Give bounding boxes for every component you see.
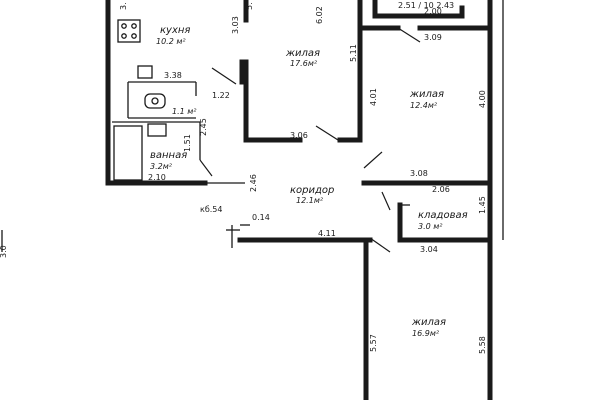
dim-2-06: 2.06 <box>432 185 450 194</box>
walls <box>105 0 493 400</box>
room-area-storage: 3.0 м² <box>418 222 443 231</box>
dim-1-51: 1.51 <box>183 134 192 152</box>
dim-2-45: 2.45 <box>199 118 208 136</box>
mark-balcony: 2.51 / 10 2.43 <box>398 1 454 10</box>
dim-3-left: 3.0 <box>0 245 8 258</box>
doors <box>199 27 421 253</box>
door-living1 <box>315 125 339 141</box>
dim-2-10: 2.10 <box>148 173 166 182</box>
dim-2-46: 2.46 <box>249 174 258 192</box>
dimension-labels: 3.38 1.22 2.10 3.06 3.08 2.06 0.14 4.11 … <box>0 2 487 354</box>
door-bath <box>199 159 213 177</box>
sink-icon <box>147 123 167 137</box>
stove-icon <box>117 19 141 43</box>
room-name-living3: жилая <box>411 317 446 328</box>
dim-5-11: 5.11 <box>349 44 358 62</box>
toilet-bowl-icon <box>151 97 159 105</box>
room-area-living1: 17.6м² <box>290 59 318 68</box>
mark-kb: кб.54 <box>200 205 223 214</box>
dim-3-38: 3.38 <box>164 71 182 80</box>
burner-icon <box>131 33 137 39</box>
room-area-bath: 3.2м² <box>150 162 173 171</box>
burner-icon <box>121 23 127 29</box>
door-living2 <box>363 151 383 169</box>
dim-1-22: 1.22 <box>212 91 230 100</box>
burner-icon <box>131 23 137 29</box>
door-kitchen <box>211 67 237 85</box>
bathtub-icon <box>113 125 143 181</box>
dim-4-11: 4.11 <box>318 229 336 238</box>
room-area-kitchen: 10.2 м² <box>156 37 186 46</box>
dim-0-14: 0.14 <box>252 213 270 222</box>
dim-4-00: 4.00 <box>478 90 487 108</box>
room-labels: кухня 10.2 м² жилая 17.6м² жилая 12.4м² … <box>150 1 468 338</box>
room-area-corridor: 12.1м² <box>296 196 324 205</box>
door-living3 <box>369 237 391 253</box>
door-balcony <box>397 27 421 43</box>
dim-5-top: 5. <box>245 2 254 10</box>
dim-2-00: 2.00 <box>424 7 442 16</box>
dim-3-top: 3. <box>119 2 128 10</box>
door-storage <box>381 191 391 211</box>
room-name-living2: жилая <box>409 89 444 100</box>
dim-3-08: 3.08 <box>410 169 428 178</box>
room-name-corridor: коридор <box>290 185 334 196</box>
vent-shaft-icon <box>137 65 153 79</box>
dim-3-04: 3.04 <box>420 245 438 254</box>
room-name-living1: жилая <box>285 48 320 59</box>
dim-1-45: 1.45 <box>478 196 487 214</box>
toilet-icon <box>144 93 166 109</box>
burner-icon <box>121 33 127 39</box>
room-name-kitchen: кухня <box>160 25 190 36</box>
dim-3-09: 3.09 <box>424 33 442 42</box>
fixtures <box>1 0 504 252</box>
room-name-bath: ванная <box>150 150 187 161</box>
room-name-storage: кладовая <box>418 210 468 221</box>
dim-4-01: 4.01 <box>369 88 378 106</box>
room-area-wc: 1.1 м² <box>172 107 197 116</box>
dim-6-02: 6.02 <box>315 6 324 24</box>
room-area-living2: 12.4м² <box>410 101 438 110</box>
dim-5-58: 5.58 <box>478 336 487 354</box>
dim-3-03: 3.03 <box>231 16 240 34</box>
room-area-living3: 16.9м² <box>412 329 440 338</box>
dim-3-06: 3.06 <box>290 131 308 140</box>
dim-5-57: 5.57 <box>369 334 378 352</box>
